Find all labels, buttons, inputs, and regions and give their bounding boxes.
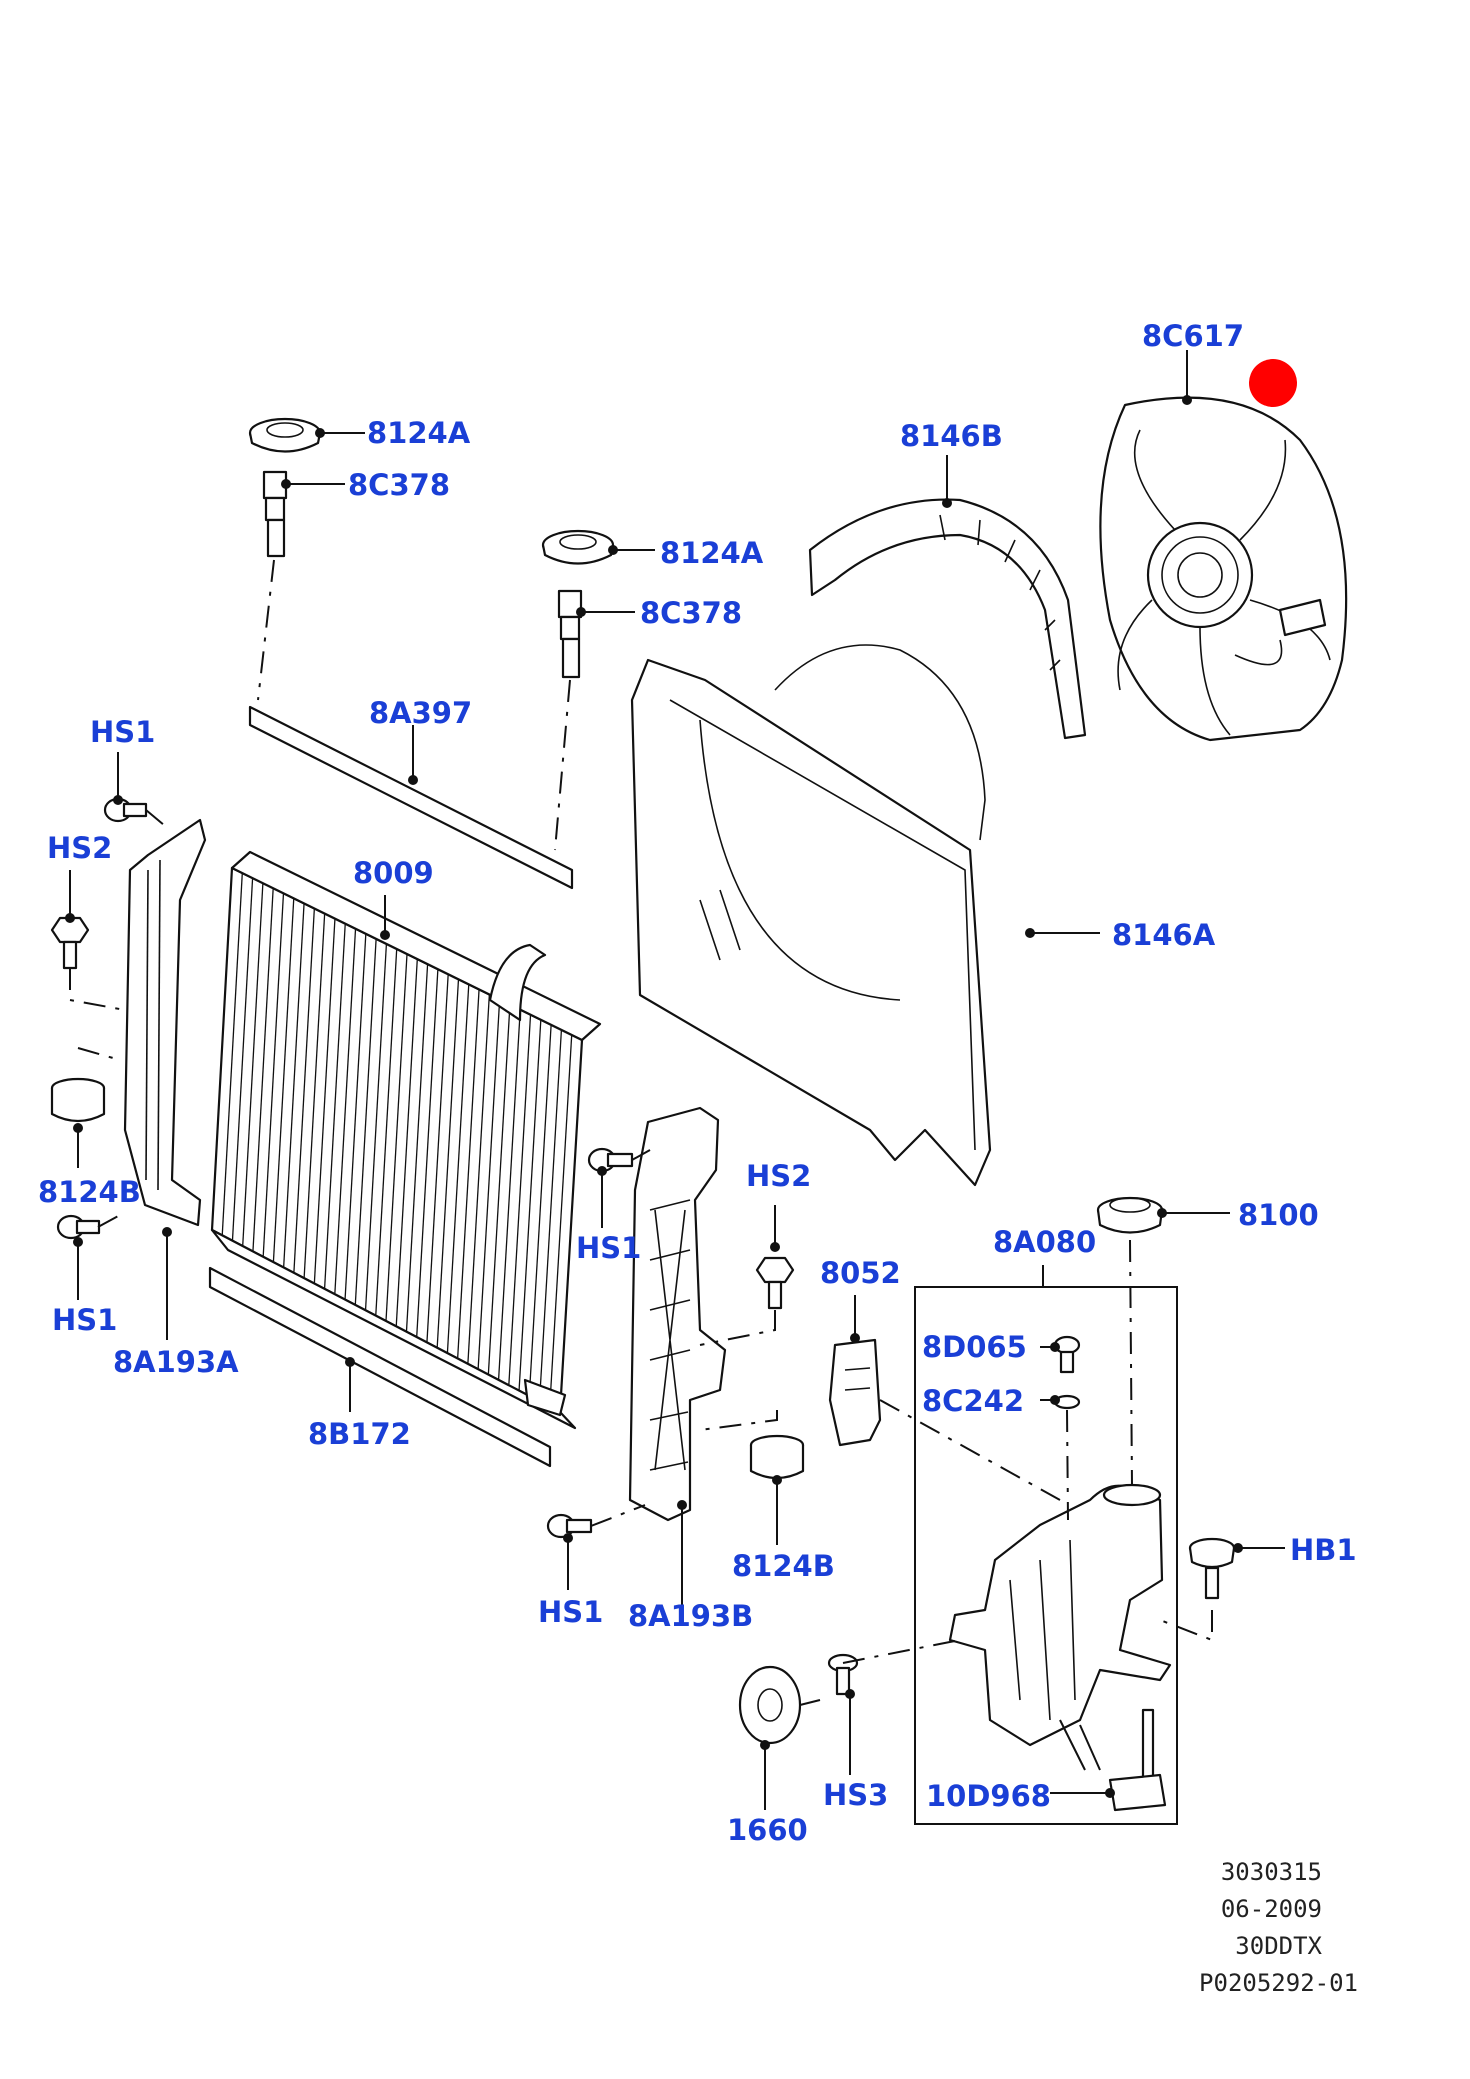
- ref-line-4: P0205292-01: [1199, 1969, 1358, 1997]
- callout-8c242[interactable]: 8C242: [922, 1384, 1024, 1418]
- bolt-hs1-top-left[interactable]: [103, 797, 148, 823]
- callout-8b172[interactable]: 8B172: [308, 1417, 411, 1451]
- assembly-frame-8a080: [914, 1286, 1178, 1825]
- callout-hs1-top-left[interactable]: HS1: [90, 715, 155, 749]
- callout-hs1-bottom[interactable]: HS1: [538, 1595, 603, 1629]
- callout-8124b-left[interactable]: 8124B: [38, 1175, 141, 1209]
- tank-bracket-8052[interactable]: [828, 1338, 882, 1447]
- callout-hs2-right[interactable]: HS2: [746, 1159, 811, 1193]
- callout-8124a-mid[interactable]: 8124A: [660, 536, 764, 570]
- callout-labels: 8124A 8C378 8124A 8C378 8146B 8C617 8A39…: [38, 319, 1357, 1847]
- callout-hs1-middle[interactable]: HS1: [576, 1231, 641, 1265]
- callout-8146b[interactable]: 8146B: [900, 419, 1003, 453]
- callout-1660[interactable]: 1660: [727, 1813, 808, 1847]
- callout-8a397[interactable]: 8A397: [369, 696, 472, 730]
- ref-line-1: 3030315: [1221, 1858, 1322, 1886]
- rubber-mount-8124b-right[interactable]: [749, 1434, 805, 1480]
- mounting-bracket-8a193a[interactable]: [123, 818, 207, 1227]
- callout-8d065[interactable]: 8D065: [922, 1330, 1027, 1364]
- callout-8100[interactable]: 8100: [1238, 1198, 1319, 1232]
- callout-8c378-mid[interactable]: 8C378: [640, 596, 742, 630]
- callout-8c617[interactable]: 8C617: [1142, 319, 1244, 353]
- callout-8a193b[interactable]: 8A193B: [628, 1599, 753, 1633]
- ref-line-2: 06-2009: [1221, 1895, 1322, 1923]
- callout-hb1[interactable]: HB1: [1290, 1533, 1357, 1567]
- reference-block: 3030315 06-2009 30DDTX P0205292-01: [1199, 1858, 1358, 1997]
- upper-shroud-8146b[interactable]: [808, 498, 1087, 740]
- bleed-pipe-8c378-mid[interactable]: [557, 589, 583, 679]
- callout-8a193a[interactable]: 8A193A: [113, 1345, 239, 1379]
- radiator-cap-8124a-left[interactable]: [248, 417, 322, 453]
- seal-strip-8a397[interactable]: [248, 705, 574, 890]
- callout-hs3[interactable]: HS3: [823, 1778, 888, 1812]
- bolt-hs1-bottom-left[interactable]: [56, 1214, 101, 1240]
- callout-8124a-top[interactable]: 8124A: [367, 416, 471, 450]
- red-marker-dot: [1249, 359, 1297, 407]
- stud-hs2-left[interactable]: [50, 916, 90, 970]
- leader-lines: [65, 350, 1285, 1810]
- bolt-hb1[interactable]: [1188, 1537, 1236, 1600]
- bolt-hs1-bottom[interactable]: [546, 1513, 593, 1539]
- seal-strip-8b172[interactable]: [208, 1266, 552, 1468]
- callout-8009[interactable]: 8009: [353, 856, 434, 890]
- cooling-fan-8c617[interactable]: [1099, 396, 1348, 742]
- bleed-screw-8d065[interactable]: [1053, 1335, 1081, 1374]
- expansion-tank-8a080[interactable]: [948, 1483, 1172, 1747]
- callout-10d968[interactable]: 10D968: [926, 1779, 1051, 1813]
- callout-8c378-top[interactable]: 8C378: [348, 468, 450, 502]
- assembly-lines: [69, 559, 1213, 1706]
- callout-hs2-left[interactable]: HS2: [47, 831, 112, 865]
- callout-hs1-bottom-left[interactable]: HS1: [52, 1303, 117, 1337]
- rubber-mount-8124b-left[interactable]: [50, 1077, 106, 1123]
- callout-8146a[interactable]: 8146A: [1112, 918, 1216, 952]
- callout-8052[interactable]: 8052: [820, 1256, 901, 1290]
- radiator-cap-8124a-mid[interactable]: [541, 529, 615, 565]
- level-sensor-10d968[interactable]: [1108, 1708, 1167, 1812]
- stud-hs2-right[interactable]: [755, 1256, 795, 1310]
- callout-8a080[interactable]: 8A080: [993, 1225, 1096, 1259]
- callout-8124b-right[interactable]: 8124B: [732, 1549, 835, 1583]
- bolt-hs1-middle[interactable]: [587, 1147, 634, 1173]
- ref-line-3: 30DDTX: [1235, 1932, 1322, 1960]
- expansion-cap-8100[interactable]: [1096, 1196, 1164, 1234]
- radiator-8009[interactable]: [210, 850, 602, 1430]
- fan-shroud-8146a[interactable]: [630, 644, 992, 1187]
- bleed-pipe-8c378-left[interactable]: [262, 470, 288, 558]
- mounting-bracket-8a193b[interactable]: [628, 1106, 727, 1522]
- grommet-1660[interactable]: [738, 1665, 802, 1745]
